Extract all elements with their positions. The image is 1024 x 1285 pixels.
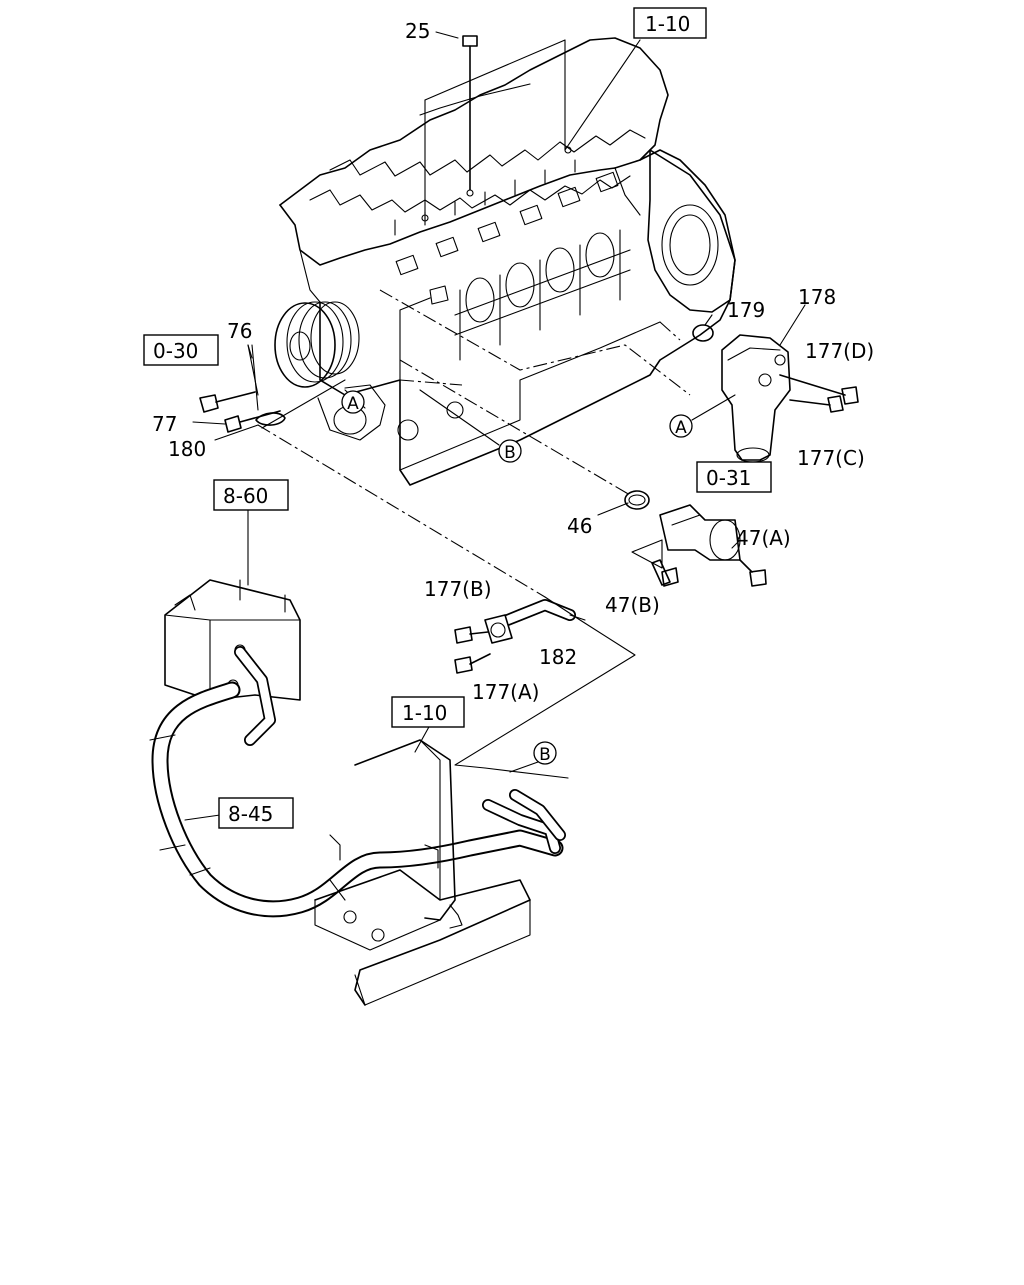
callout-177a: 177(A) [472, 680, 539, 704]
callout-177d: 177(D) [805, 339, 874, 363]
coolant-reservoir [164, 579, 301, 701]
callout-177c: 177(C) [797, 446, 865, 470]
ref-box-8-45[interactable]: 8-45 [218, 797, 294, 829]
o-ring-46 [624, 490, 650, 510]
ref-label-0-31: 0-31 [706, 466, 751, 490]
reference-lines [251, 289, 691, 598]
bolt-group-front [199, 344, 286, 433]
ref-box-1-10-bottom[interactable]: 1-10 [391, 696, 465, 728]
marker-b-engine: B [498, 439, 522, 463]
head-bolt-25 [435, 31, 478, 191]
svg-text:B: B [504, 443, 516, 463]
callout-180: 180 [168, 437, 206, 461]
marker-b-pipe: B [533, 741, 557, 765]
callout-76: 76 [227, 319, 252, 343]
coolant-hoses [149, 646, 564, 918]
callout-25: 25 [405, 19, 430, 43]
ref-label-1-10-top: 1-10 [645, 12, 690, 36]
ref-label-1-10-bottom: 1-10 [402, 701, 447, 725]
callout-182: 182 [539, 645, 577, 669]
ref-box-1-10-top[interactable]: 1-10 [633, 7, 707, 39]
cylinder-head-bracket [424, 39, 641, 221]
svg-text:B: B [539, 745, 551, 765]
marker-a-housing: A [669, 414, 693, 438]
ref-label-0-30: 0-30 [153, 339, 198, 363]
leader-lines [184, 304, 806, 821]
svg-text:A: A [347, 394, 359, 414]
callout-47b: 47(B) [605, 593, 660, 617]
pipe-182 [454, 596, 636, 779]
callout-47a: 47(A) [736, 526, 791, 550]
callout-177b: 177(B) [424, 577, 492, 601]
marker-a-engine: A [341, 390, 365, 414]
callout-178: 178 [798, 285, 836, 309]
chassis-frame [314, 739, 566, 1006]
callout-179: 179 [727, 298, 765, 322]
ref-box-0-31[interactable]: 0-31 [696, 461, 772, 493]
ref-label-8-60: 8-60 [223, 484, 268, 508]
ref-label-8-45: 8-45 [228, 802, 273, 826]
svg-text:A: A [675, 418, 687, 438]
ref-box-8-60[interactable]: 8-60 [213, 479, 289, 511]
engine-block [274, 37, 736, 486]
callout-46: 46 [567, 514, 592, 538]
callout-77: 77 [152, 412, 177, 436]
ref-box-0-30[interactable]: 0-30 [143, 334, 219, 366]
